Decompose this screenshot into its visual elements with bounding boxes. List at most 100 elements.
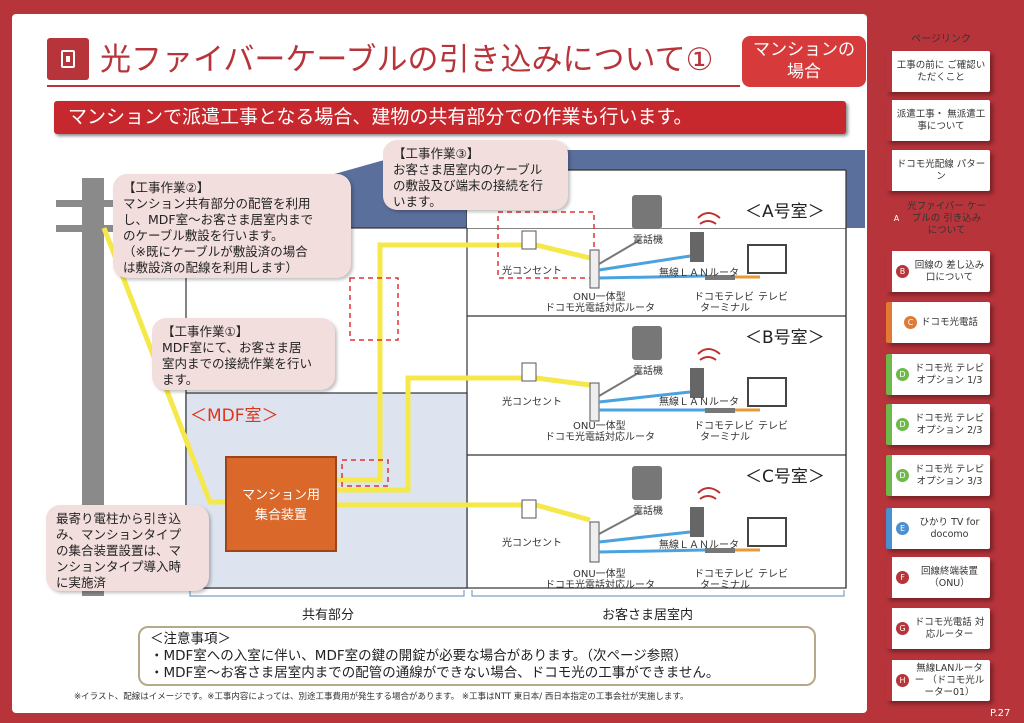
building-diagram [56,150,865,597]
sidebar-link-label: ドコモ光 テレビオプション 3/3 [914,463,985,487]
sidebar-link-1[interactable]: 工事の前に ご確認いただくこと [886,51,990,92]
wlan-label: 無線ＬＡＮルータ [659,397,739,408]
callout-pole-line: 最寄り電柱から引き込 [56,511,182,526]
work-area-1 [341,459,389,487]
sidebar-link-13[interactable]: H 無線LANルーター （ドコモ光ルーター01） [886,660,990,701]
phone-icon [632,195,662,229]
sidebar-link-8[interactable]: D ドコモ光 テレビオプション 2/3 [886,404,990,445]
stb-icon [705,408,735,413]
outlet-label: 光コンセント [502,266,562,277]
sidebar-link-4[interactable]: A 光ファイバー ケーブルの 引き込みについて [886,198,990,239]
stb-label: ドコモテレビ [694,292,754,303]
callout-work3-line: の敷設及び端末の接続を行 [393,178,544,193]
sidebar-link-label: 工事の前に ご確認いただくこと [896,59,986,83]
sidebar-link-label: ドコモ光電話 [920,316,978,328]
tv-label: テレビ [758,569,788,580]
stb-icon [705,548,735,553]
callout-work2: 【工事作業②】 マンション共有部分の配管を利用 し、MDF室〜お客さま居室内まで… [113,174,351,278]
room-a-label: ＜A号室＞ [745,202,825,222]
callout-pole-line: み、マンションタイプ [56,527,182,542]
callout-work1-line: MDF室にて、お客さま居 [162,340,302,355]
notes-head: ＜注意事項＞ [150,631,231,647]
sidebar-marker-icon: E [896,522,909,535]
stb-label-2: ターミナル [700,303,750,314]
onu-icon [589,249,600,289]
sidebar-marker-icon: H [896,674,909,687]
note-item: ・MDF室への入室に伴い、MDF室の鍵の開錠が必要な場合があります。（次ページ参… [150,648,688,664]
room-c-label: ＜C号室＞ [745,467,825,487]
callout-work2-head: 【工事作業②】 [123,180,210,195]
stb-label-2: ターミナル [700,432,750,443]
room-b-label: ＜B号室＞ [745,328,825,348]
onu-label: ONU一体型 [573,292,626,303]
utility-pole [82,178,104,596]
callout-work3-line: お客さま居室内のケーブル [393,162,543,177]
footnote: ※イラスト、配線はイメージです。※工事内容によっては、別途工事費用が発生する場合… [74,692,689,702]
callout-work1: 【工事作業①】 MDF室にて、お客さま居 室内までの接続作業を行い ます。 [152,318,335,390]
sidebar-link-12[interactable]: G ドコモ光電話 対応ルーター [886,608,990,649]
outlet-icon [521,499,537,519]
sidebar-link-label: ドコモ光 テレビオプション 2/3 [914,412,985,436]
room-b-devices [521,326,787,422]
callout-work1-line: 室内までの接続作業を行い [162,356,313,371]
phone-icon [632,326,662,360]
zone-customer-label: お客さま居室内 [602,608,694,623]
callout-work2-line: マンション共有部分の配管を利用 [123,196,311,211]
callout-work3: 【工事作業③】 お客さま居室内のケーブル の敷設及び端末の接続を行 います。 [383,140,568,210]
outlet-label: 光コンセント [502,538,562,549]
outlet-icon [521,230,537,250]
callout-work1-line: ます。 [162,372,199,387]
page-number: P.27 [990,708,1011,719]
onu-label-2: ドコモ光電話対応ルータ [545,432,655,443]
sidebar-link-label: ドコモ光電話 対応ルーター [914,616,985,640]
page-title: 光ファイバーケーブルの引き込みについて① [100,42,714,78]
phone-label: 電話機 [633,506,663,517]
sidebar-link-label: 無線LANルーター （ドコモ光ルーター01） [914,662,985,698]
onu-label: ONU一体型 [573,421,626,432]
sidebar-link-2[interactable]: 派遣工事・ 無派遣工事について [886,100,990,141]
title-rule [47,85,740,87]
sidebar-marker-icon: D [896,418,909,431]
room-c-devices [521,466,787,563]
tv-icon [747,377,787,407]
sidebar-link-3[interactable]: ドコモ光配線 パターン [886,150,990,191]
onu-label: ONU一体型 [573,569,626,580]
sidebar-marker-icon: C [903,316,917,329]
sidebar-marker-icon: A [890,212,903,225]
sidebar-marker-icon: G [896,622,909,635]
callout-work2-line: （※既にケーブルが敷設済の場合 [123,244,308,259]
callout-work2-line: は敷設済の配線を利用します） [123,260,299,275]
callout-work2-line: のケーブル敷設を行います。 [123,228,284,243]
sidebar-link-9[interactable]: D ドコモ光 テレビオプション 3/3 [886,455,990,496]
wlan-router-icon [690,232,704,262]
tv-icon [747,244,787,274]
sidebar-link-label: 光ファイバー ケーブルの 引き込みについて [907,200,986,236]
fiber-cables [101,227,591,523]
phone-label: 電話機 [633,235,663,246]
sidebar-link-label: 回線の 差し込み口について [914,259,985,283]
stb-icon [705,275,735,280]
sidebar-marker-icon: F [896,571,909,584]
outlet-icon [47,38,89,80]
note-item: ・MDF室〜お客さま居室内までの配管の通線ができない場合、ドコモ光の工事ができま… [150,665,720,681]
sidebar-marker-icon: D [896,368,909,381]
onu-icon [589,521,600,563]
room-a-devices [521,195,787,289]
title-tag-line1: マンションの [753,40,855,60]
wlan-router-icon [690,368,704,398]
onu-icon [589,382,600,422]
wlan-label: 無線ＬＡＮルータ [659,540,739,551]
sidebar-link-label: 派遣工事・ 無派遣工事について [896,108,986,132]
callout-work2-line: し、MDF室〜お客さま居室内まで [123,212,314,227]
stb-label: ドコモテレビ [694,421,754,432]
sidebar-marker-icon: D [896,469,909,482]
callout-work3-head: 【工事作業③】 [393,146,480,161]
sidebar-link-label: ドコモ光配線 パターン [896,158,986,182]
phone-icon [632,466,662,500]
tv-label: テレビ [758,421,788,432]
